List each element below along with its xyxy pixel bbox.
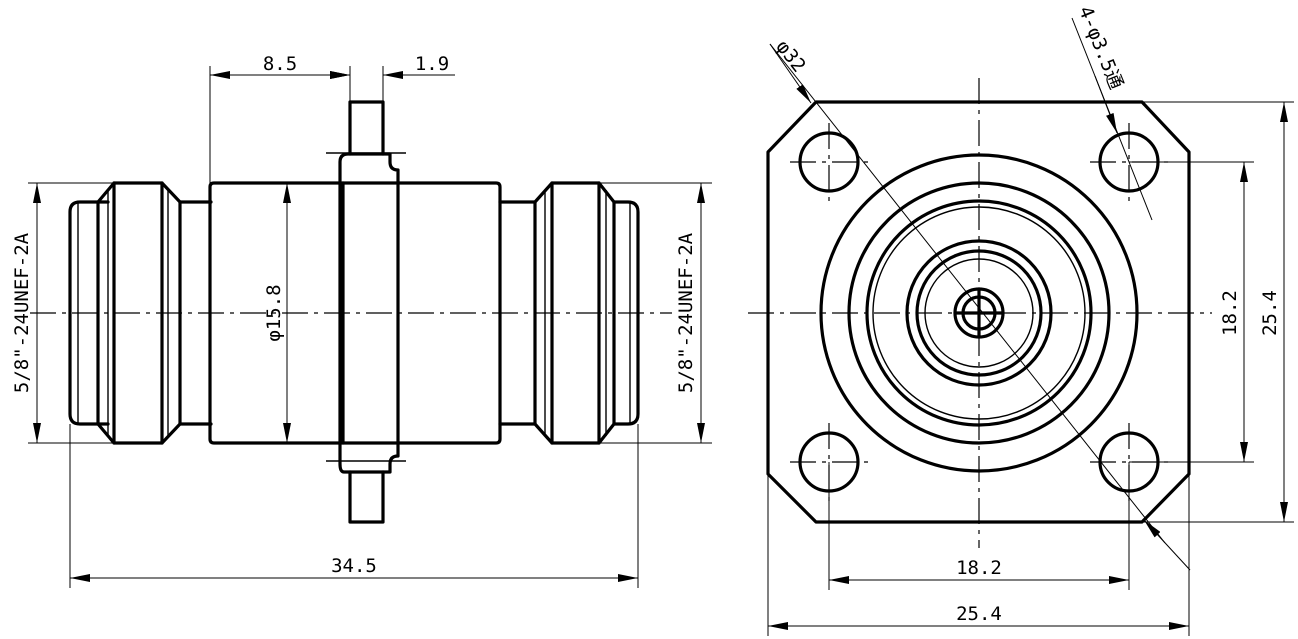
dim-hole-spec: 4-φ3.5通 — [1074, 3, 1127, 93]
dim-flange-height: 25.4 — [1259, 290, 1281, 336]
dim-thread-right: 5/8"-24UNEF-2A — [675, 232, 697, 393]
dim-hole-spacing-vertical: 18.2 — [1219, 290, 1241, 336]
dim-body-diameter: φ15.8 — [263, 284, 285, 341]
dim-circle-diameter: φ32 — [771, 36, 809, 77]
dim-flange-thickness: 1.9 — [415, 53, 449, 75]
dim-flange-width: 25.4 — [956, 603, 1002, 625]
insulator-ring — [905, 239, 1053, 387]
outer-ring — [819, 153, 1139, 473]
flange-plate — [338, 100, 400, 524]
dim-hole-spacing-horizontal: 18.2 — [956, 557, 1002, 579]
left-thread-tip — [68, 200, 110, 426]
front-view: φ32 4-φ3.5通 18.2 25.4 18.2 25.4 — [748, 3, 1294, 636]
side-view: 8.5 1.9 φ15.8 5/8"-24UNEF-2A 5/8"-24UNEF… — [11, 53, 712, 588]
right-thread-tip — [612, 200, 640, 426]
dim-thread-left: 5/8"-24UNEF-2A — [11, 232, 33, 393]
dim-overall-length: 34.5 — [331, 555, 377, 577]
main-body — [208, 181, 502, 445]
dim-flange-offset: 8.5 — [263, 53, 297, 75]
left-thread-body — [96, 181, 182, 445]
